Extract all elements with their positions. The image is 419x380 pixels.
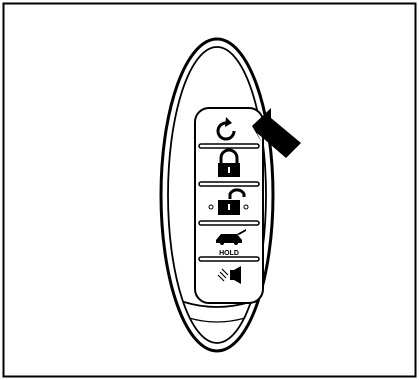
hold-label: HOLD [219,250,239,257]
key-fob: HOLD [161,39,273,351]
